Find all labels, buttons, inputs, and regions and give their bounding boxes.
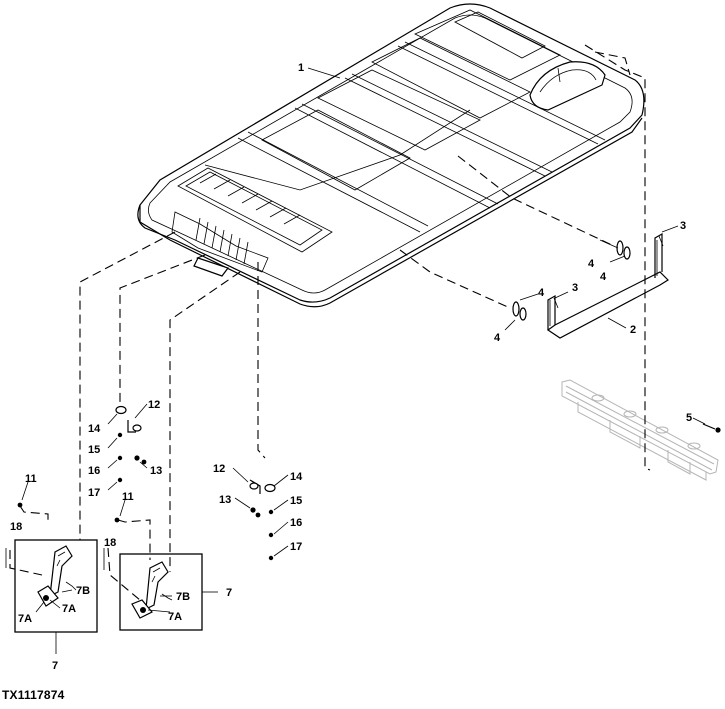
callout-3b: 3 xyxy=(572,282,578,294)
assembly-guide-lines xyxy=(9,44,651,601)
callout-4d: 4 xyxy=(494,332,501,344)
callout-3a: 3 xyxy=(680,220,686,232)
callout-7-right: 7 xyxy=(226,587,232,599)
figure-id: TX1117874 xyxy=(2,688,65,702)
callout-7A-left-inner: 7A xyxy=(62,603,76,615)
callout-16-right: 16 xyxy=(290,517,302,529)
callout-14-left: 14 xyxy=(88,423,101,435)
leader-lines xyxy=(5,67,706,654)
callout-7B-right: 7B xyxy=(176,591,190,603)
latch-assembly-left xyxy=(14,539,98,633)
callout-17-right: 17 xyxy=(290,541,302,553)
callout-4a: 4 xyxy=(588,258,595,270)
callout-14-right: 14 xyxy=(290,471,303,483)
callout-12-left: 12 xyxy=(148,399,160,411)
callout-7-bottom: 7 xyxy=(52,660,58,672)
mounting-bracket xyxy=(546,232,669,339)
callout-15-right: 15 xyxy=(290,495,302,507)
callout-13-left: 13 xyxy=(150,465,162,477)
callout-7A-left-outer: 7A xyxy=(18,613,32,625)
callout-7B-left: 7B xyxy=(76,585,90,597)
callout-5: 5 xyxy=(686,412,692,424)
callout-16-left: 16 xyxy=(88,465,100,477)
callout-2: 2 xyxy=(630,324,636,336)
cab-frame-reference xyxy=(561,379,719,481)
bracket-bolt-hardware xyxy=(512,235,664,321)
roof-panel xyxy=(137,3,645,308)
callout-11-left: 11 xyxy=(25,473,37,485)
screw-item-5 xyxy=(702,423,721,433)
fastener-stack-right xyxy=(249,479,276,561)
callout-7A-right: 7A xyxy=(168,611,182,623)
callout-15-left: 15 xyxy=(88,444,100,456)
callout-4c: 4 xyxy=(538,287,545,299)
fastener-stack-left xyxy=(115,405,147,483)
callout-18-right: 18 xyxy=(104,537,116,549)
callout-13-right: 13 xyxy=(219,494,231,506)
callout-17-left: 17 xyxy=(88,487,100,499)
small-screws-11 xyxy=(17,502,120,523)
callout-18-left: 18 xyxy=(10,521,22,533)
callout-labels: 1 2 3 3 4 4 4 4 5 7 7 11 11 12 12 13 13 … xyxy=(10,62,692,672)
callout-11-right: 11 xyxy=(122,491,134,503)
callout-12-right: 12 xyxy=(213,463,225,475)
callout-4b: 4 xyxy=(600,271,607,283)
callout-1: 1 xyxy=(298,62,304,74)
